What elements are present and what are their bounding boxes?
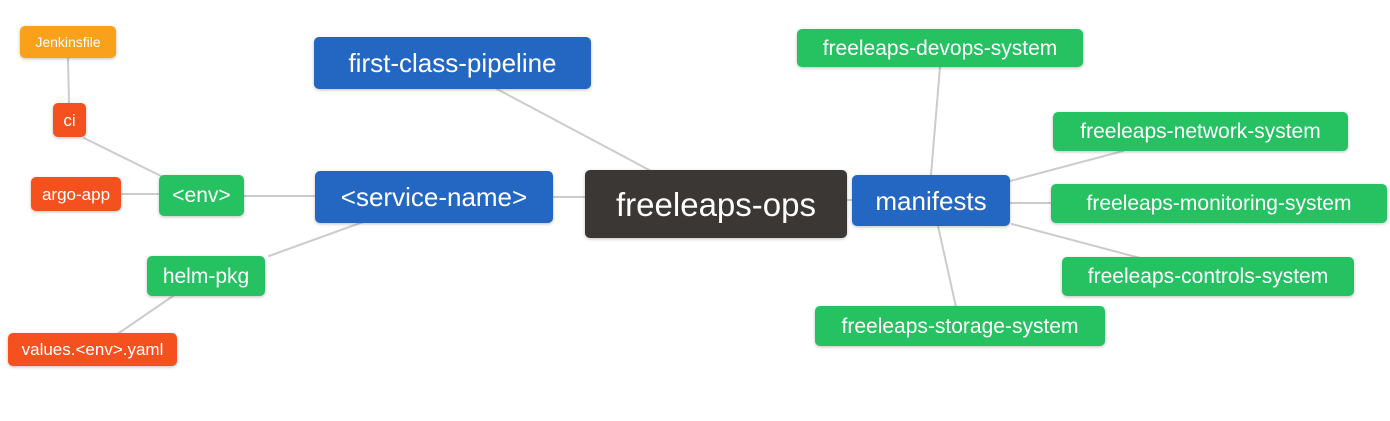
node-values-env-yaml[interactable]: values.<env>.yaml bbox=[8, 333, 177, 366]
node-manifests[interactable]: manifests bbox=[852, 175, 1010, 226]
node-storage-system[interactable]: freeleaps-storage-system bbox=[815, 306, 1105, 346]
edge-manifests-network-system bbox=[1009, 150, 1124, 182]
node-env[interactable]: <env> bbox=[159, 175, 244, 216]
node-first-class-pipeline[interactable]: first-class-pipeline bbox=[314, 37, 591, 89]
node-controls-system[interactable]: freeleaps-controls-system bbox=[1062, 257, 1354, 296]
node-freeleaps-ops-root[interactable]: freeleaps-ops bbox=[585, 170, 847, 238]
node-devops-system[interactable]: freeleaps-devops-system bbox=[797, 29, 1083, 67]
node-ci[interactable]: ci bbox=[53, 103, 86, 137]
node-service-name[interactable]: <service-name> bbox=[315, 171, 553, 223]
edge-helm-pkg-values-env-yaml bbox=[118, 295, 174, 334]
edge-jenkinsfile-ci bbox=[67, 57, 70, 104]
node-monitoring-system[interactable]: freeleaps-monitoring-system bbox=[1051, 184, 1387, 223]
edge-manifests-storage-system bbox=[937, 225, 957, 308]
edge-manifests-devops-system bbox=[930, 66, 941, 176]
node-network-system[interactable]: freeleaps-network-system bbox=[1053, 112, 1348, 151]
node-jenkinsfile[interactable]: Jenkinsfile bbox=[20, 26, 116, 58]
node-argo-app[interactable]: argo-app bbox=[31, 177, 121, 211]
edge-manifests-controls-system bbox=[1011, 223, 1141, 259]
edge-first-class-pipeline-ops bbox=[496, 88, 652, 172]
node-helm-pkg[interactable]: helm-pkg bbox=[147, 256, 265, 296]
edge-service-name-helm-pkg bbox=[268, 221, 364, 257]
edge-ci-env bbox=[83, 137, 162, 177]
